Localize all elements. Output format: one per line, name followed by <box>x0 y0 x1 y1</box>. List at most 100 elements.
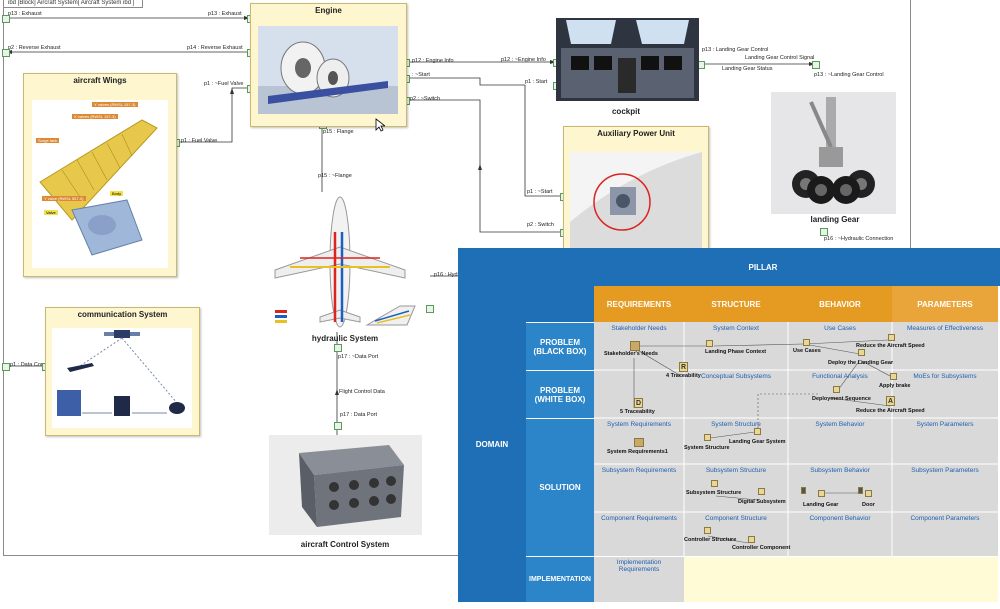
cell-stakeholder-needs[interactable]: Stakeholder Needs <box>594 322 684 370</box>
cell-component-requirements[interactable]: Component Requirements <box>594 512 684 556</box>
cell-system-parameters[interactable]: System Parameters <box>892 418 998 464</box>
element-landing-gear-system[interactable]: Landing Gear System <box>729 439 786 445</box>
port-label: p1 : ~Fuel Valve <box>204 81 244 87</box>
port[interactable] <box>2 363 10 371</box>
element-traceability-4[interactable]: 4 Traceability <box>666 373 701 379</box>
element-use-cases[interactable]: Use Cases <box>793 348 821 354</box>
part-engine[interactable]: Engine <box>250 3 407 127</box>
cell-subsystem-requirements[interactable]: Subsystem Requirements <box>594 464 684 512</box>
port[interactable] <box>812 61 820 69</box>
communication-image <box>52 328 192 428</box>
cell-moes-subsystems[interactable]: MoEs for Subsystems <box>892 370 998 418</box>
port-label: p13 : Exhaust <box>208 11 242 17</box>
cell-system-behavior[interactable]: System Behavior <box>788 418 892 464</box>
port-label: p16 : Hyd <box>434 272 458 278</box>
part-communication[interactable]: communication System <box>45 307 200 436</box>
context-diagram-icon <box>706 340 713 347</box>
pillar-header: PILLAR <box>526 248 1000 286</box>
element-door[interactable]: Door <box>862 502 875 508</box>
block-diagram-icon <box>704 434 711 441</box>
element-digital-subsystem[interactable]: Digital Subsystem <box>738 499 786 505</box>
element-controller-component[interactable]: Controller Component <box>732 545 791 551</box>
part-title-hydraulic: hydraulic System <box>311 334 379 343</box>
cell-subsystem-structure[interactable]: Subsystem Structure <box>684 464 788 512</box>
block-icon <box>818 490 825 497</box>
element-deployment-sequence[interactable]: Deployment Sequence <box>812 396 871 402</box>
cell-title: System Context <box>713 325 759 332</box>
cell-conceptual-subsystems[interactable]: Conceptual Subsystems <box>684 370 788 418</box>
element-system-requirements-1[interactable]: System Requirements1 <box>607 449 668 455</box>
element-system-structure[interactable]: System Structure <box>684 445 730 451</box>
use-case-icon <box>888 334 895 341</box>
port[interactable] <box>820 228 828 236</box>
activity-icon <box>890 373 897 380</box>
port-label: Landing Gear Status <box>722 66 773 72</box>
column-header: BEHAVIOR <box>788 286 892 322</box>
element-stakeholders-needs[interactable]: Stakeholder's Needs <box>604 351 658 357</box>
cockpit-image <box>556 18 699 101</box>
matrix-relations <box>633 339 891 544</box>
control-system-image <box>269 435 422 535</box>
matrix-header-spacer <box>526 286 594 322</box>
cell-title: Conceptual Subsystems <box>700 373 772 380</box>
port[interactable] <box>426 305 434 313</box>
port-label: p2 : Switch <box>527 222 554 228</box>
part-apu[interactable]: Auxiliary Power Unit <box>563 126 709 250</box>
wing-callout: Valve <box>44 210 58 215</box>
port-label: p12 : Engine Info <box>412 58 454 64</box>
domain-header: DOMAIN <box>458 286 526 602</box>
matrix-cell-empty <box>684 556 998 602</box>
cell-system-requirements[interactable]: System Requirements <box>594 418 684 464</box>
element-controller-structure[interactable]: Controller Structure <box>684 537 737 543</box>
cell-component-structure[interactable]: Component Structure <box>684 512 788 556</box>
element-subsystem-structure[interactable]: Subsystem Structure <box>686 490 742 496</box>
port-label: p1 : Fuel Valve <box>181 138 218 144</box>
port[interactable] <box>334 422 342 430</box>
part-aircraft-wings[interactable]: aircraft Wings Y valves (RWSL 157-3) X v… <box>23 73 177 277</box>
mouse-cursor-icon <box>375 118 385 132</box>
port[interactable] <box>2 49 10 57</box>
port[interactable] <box>334 344 342 352</box>
column-header: PARAMETERS <box>892 286 998 322</box>
port-label: : ~Start <box>412 72 430 78</box>
cell-title: Subsystem Structure <box>705 467 767 474</box>
port-label: p15 : Flange <box>323 129 354 135</box>
element-reduce-aircraft-speed[interactable]: Reduce the Aircraft Speed <box>856 343 925 349</box>
cell-title: Component Requirements <box>601 515 677 522</box>
d-icon: D <box>634 398 643 408</box>
row-header: PROBLEM (WHITE BOX) <box>526 370 594 418</box>
cell-title: Stakeholder Needs <box>611 325 667 332</box>
engine-image <box>258 26 398 114</box>
port-label: p12 : ~Engine Info <box>501 57 546 63</box>
cell-functional-analysis[interactable]: Functional Analysis <box>788 370 892 418</box>
cell-use-cases[interactable]: Use Cases <box>788 322 892 370</box>
requirement-diagram-icon <box>634 438 644 447</box>
cell-subsystem-behavior[interactable]: Subsystem Behavior <box>788 464 892 512</box>
r-icon: R <box>679 362 688 372</box>
part-title-control-system: aircraft Control System <box>300 540 390 549</box>
port-label: p15 : ~Flange <box>318 173 352 179</box>
requirement-diagram-icon <box>630 341 640 351</box>
port-label: p13 : Exhaust <box>8 11 42 17</box>
element-landing-gear[interactable]: Landing Gear <box>803 502 839 508</box>
element-landing-phase-context[interactable]: Landing Phase Context <box>705 349 767 355</box>
cell-component-behavior[interactable]: Component Behavior <box>788 512 892 556</box>
row-header: PROBLEM (BLACK BOX) <box>526 322 594 370</box>
element-apply-brake[interactable]: Apply brake <box>879 383 911 389</box>
wing-callout: Y valves (RWSL 157-3) <box>92 102 138 107</box>
element-reduce-aircraft-speed-2[interactable]: Reduce the Aircraft Speed <box>856 408 925 414</box>
element-traceability-5[interactable]: 5 Traceability <box>620 409 655 415</box>
element-deploy-landing-gear[interactable]: Deploy the Landing Gear <box>828 360 894 366</box>
cell-moe[interactable]: Measures of Effectiveness <box>892 322 998 370</box>
cell-title: Subsystem Behavior <box>810 467 870 474</box>
cell-subsystem-parameters[interactable]: Subsystem Parameters <box>892 464 998 512</box>
cell-system-structure[interactable]: System Structure <box>684 418 788 464</box>
cell-system-context[interactable]: System Context <box>684 322 788 370</box>
cell-title: Functional Analysis <box>812 373 868 380</box>
cell-title: MoEs for Subsystems <box>913 373 977 380</box>
state-diagram-icon <box>858 487 863 494</box>
cell-component-parameters[interactable]: Component Parameters <box>892 512 998 556</box>
block-icon <box>748 536 755 543</box>
cell-implementation-requirements[interactable]: Implementation Requirements <box>594 556 684 602</box>
port[interactable] <box>2 15 10 23</box>
